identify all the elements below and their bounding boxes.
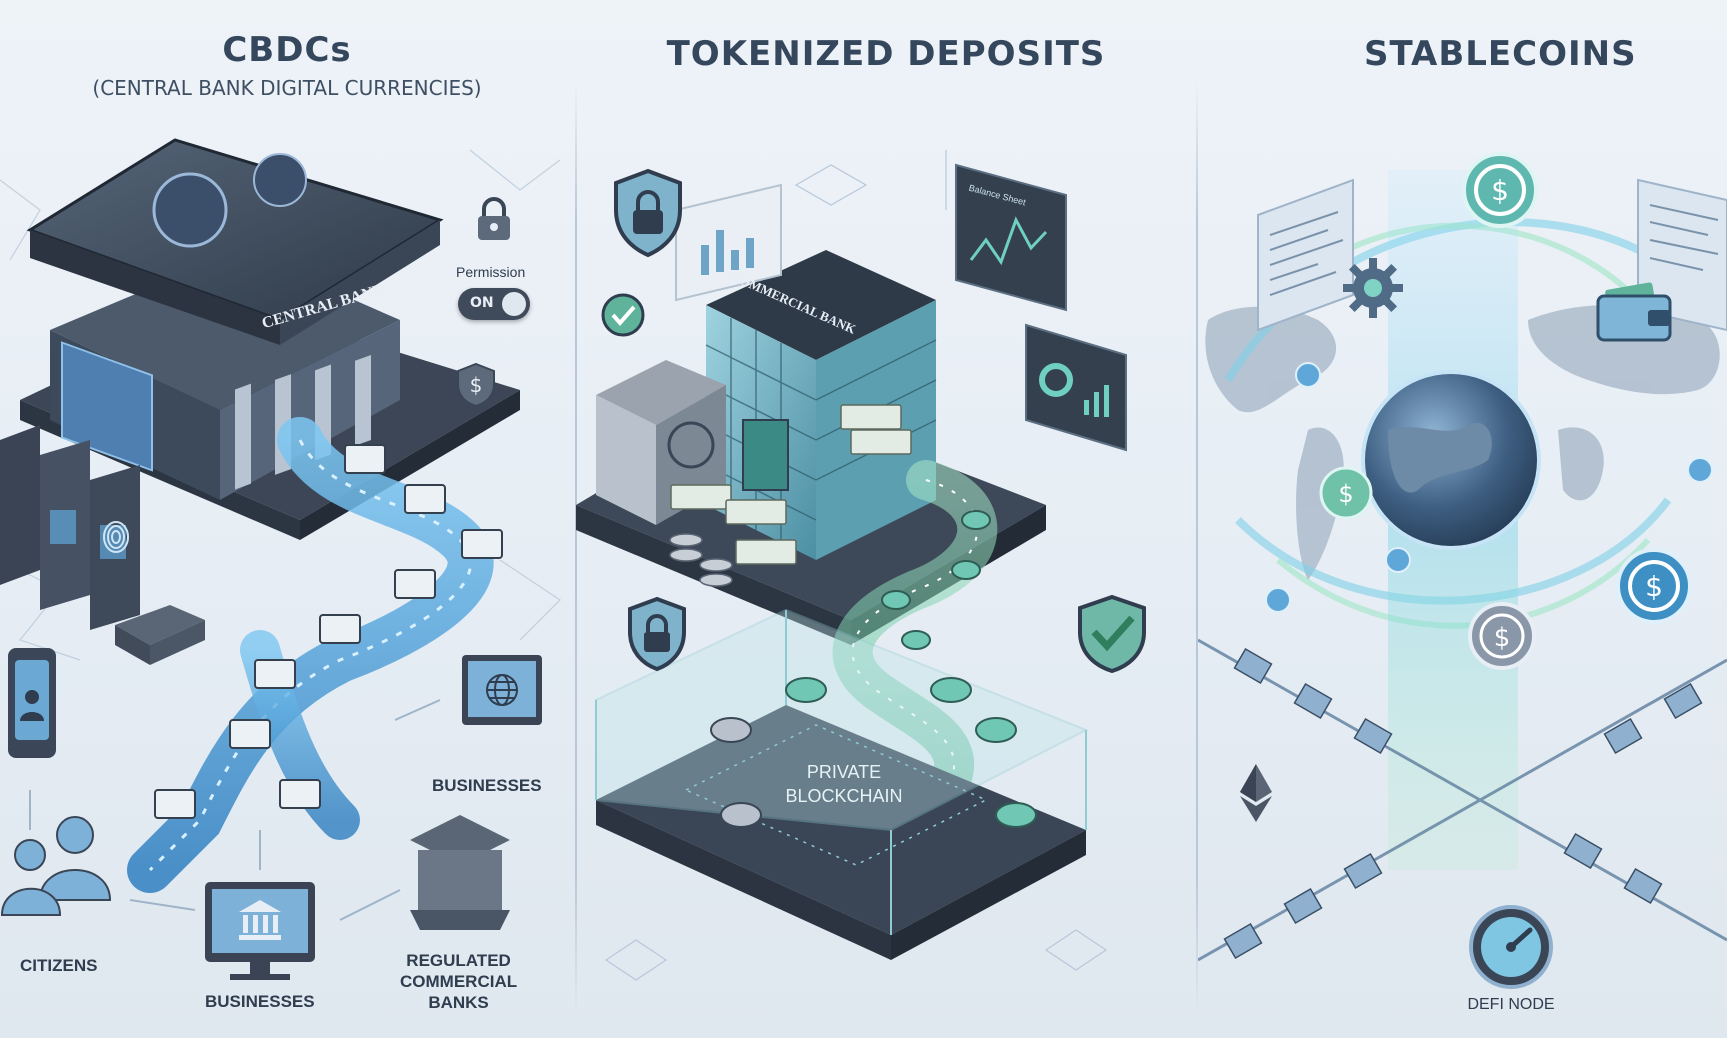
stablecoins-panel: STABLECOINS	[1198, 0, 1727, 1038]
dollar-coin-icon-top: $	[1460, 150, 1540, 230]
private-blockchain-label: PRIVATE BLOCKCHAIN	[785, 762, 903, 806]
svg-text:$: $	[1645, 570, 1663, 603]
divider-right	[1196, 80, 1198, 1015]
globe-icon	[484, 672, 520, 708]
svg-text:$: $	[1338, 480, 1353, 508]
defi-node-label: DEFI NODE	[1467, 996, 1555, 1013]
stablecoins-illustration	[1198, 170, 1727, 962]
gauge-icon	[1466, 902, 1556, 992]
lock-icon	[474, 196, 514, 242]
regulated-banks-label: REGULATED COMMERCIAL BANKS	[400, 951, 518, 1012]
tokenized-illustration	[576, 150, 1127, 981]
check-circle-icon	[600, 292, 646, 338]
shield-dollar-icon: $	[456, 362, 496, 408]
toggle-on-label: ON	[470, 295, 494, 311]
toggle-knob	[502, 292, 526, 316]
svg-text:$: $	[470, 373, 483, 397]
businesses-label-bottom: BUSINESSES	[205, 992, 315, 1011]
svg-text:$: $	[1494, 623, 1511, 653]
divider-left	[575, 80, 577, 1015]
permission-toggle[interactable]: ON	[458, 288, 530, 320]
citizens-label: CITIZENS	[20, 956, 98, 975]
cbdc-illustration	[0, 138, 561, 980]
tokenized-title: TOKENIZED DEPOSITS	[666, 34, 1106, 74]
person-icon	[19, 685, 45, 725]
svg-text:$: $	[1491, 174, 1509, 207]
stablecoins-title: STABLECOINS	[1364, 34, 1637, 74]
cbdc-title: CBDCs	[222, 30, 352, 70]
check-shield-icon	[1076, 594, 1148, 674]
cbdc-subtitle: (CENTRAL BANK DIGITAL CURRENCIES)	[92, 76, 482, 100]
wallet-icon	[1596, 282, 1672, 342]
tokenized-panel: TOKENIZED DEPOSITS	[576, 0, 1196, 1038]
bank-icon	[237, 898, 283, 942]
businesses-label-right: BUSINESSES	[432, 776, 542, 795]
gear-icon	[1341, 256, 1405, 320]
permission-label: Permission	[456, 264, 526, 280]
dollar-coin-icon-left: $	[1318, 465, 1374, 521]
dollar-coin-icon-right: $	[1614, 546, 1694, 626]
dollar-coin-icon-center: $	[1466, 600, 1538, 672]
ethereum-icon	[1238, 762, 1274, 824]
cbdc-panel: CBDCs (CENTRAL BANK DIGITAL CURRENCIES)	[0, 0, 574, 1038]
fingerprint-icon	[102, 520, 130, 554]
lock-shield-icon-lower	[626, 596, 688, 672]
lock-shield-icon	[612, 168, 684, 258]
